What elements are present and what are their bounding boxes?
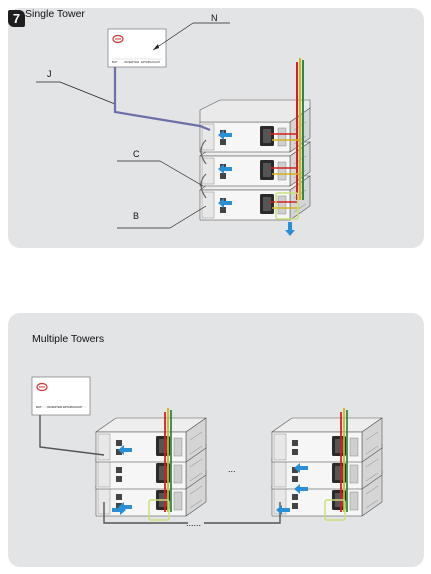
multi-device-port-bat: BAT: [36, 405, 42, 409]
multiple-towers-title: Multiple Towers: [32, 333, 105, 345]
battery-tower-right: [271, 417, 383, 517]
device-port-eps: EPS/BACKUP: [141, 60, 160, 64]
inverter-device: BAT INVERTER EPS/BACKUP: [107, 28, 167, 68]
label-j: J: [47, 69, 52, 79]
ellipsis-bottom: ......: [186, 518, 201, 528]
label-b: B: [133, 211, 139, 221]
power-cables-right: [324, 408, 348, 521]
device-port-bat: BAT: [112, 60, 118, 64]
callout-n: N: [152, 13, 230, 51]
multi-device-port-eps: EPS/BACKUP: [63, 405, 82, 409]
ellipsis-top: ...: [228, 464, 236, 474]
callout-j: J: [36, 69, 116, 105]
callout-c: C: [117, 149, 204, 187]
callout-b: B: [117, 205, 207, 229]
label-c: C: [133, 149, 140, 159]
battery-tower-single: [199, 99, 311, 221]
inverter-device-multi: BAT INVERTER EPS/BACKUP: [31, 376, 91, 416]
power-cables-left: [148, 408, 172, 521]
label-n: N: [211, 13, 218, 23]
multi-device-port-inverter: INVERTER: [47, 405, 63, 409]
step-number-badge: 7: [8, 10, 25, 27]
device-port-inverter: INVERTER: [124, 60, 140, 64]
power-cables-single: [270, 58, 304, 220]
battery-tower-left: [95, 417, 207, 517]
single-tower-title: Single Tower: [25, 8, 85, 20]
